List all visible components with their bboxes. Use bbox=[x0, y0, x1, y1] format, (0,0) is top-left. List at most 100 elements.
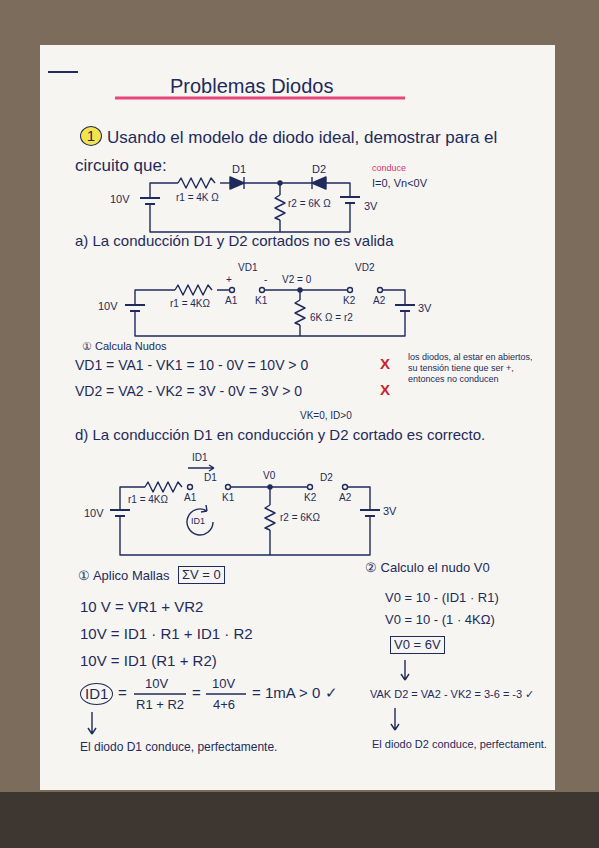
battery-symbol bbox=[395, 305, 415, 311]
wrong-mark: X bbox=[380, 381, 390, 399]
equation: VAK D2 = VA2 - VK2 = 3-6 = -3 ✓ bbox=[370, 688, 534, 701]
arrow-down bbox=[401, 660, 409, 680]
junction-dot bbox=[278, 181, 282, 185]
open-terminal bbox=[378, 288, 383, 293]
pin-name: A1 bbox=[184, 492, 196, 504]
source-label: 10V bbox=[110, 193, 130, 206]
step-heading: ① Aplico Mallas bbox=[78, 568, 169, 584]
battery-symbol bbox=[140, 198, 160, 204]
resistor-symbol bbox=[145, 482, 182, 492]
callout-number: 1 bbox=[80, 126, 102, 146]
wire bbox=[135, 290, 175, 305]
battery-symbol bbox=[360, 510, 380, 516]
step-heading: ① Calcula Nudos bbox=[82, 340, 167, 353]
pin-name: K1 bbox=[222, 492, 234, 504]
resistor-label: r1 = 4K Ω bbox=[176, 192, 219, 204]
condition-note: I=0, Vn<0V bbox=[372, 177, 427, 190]
law-box: ΣV = 0 bbox=[178, 566, 225, 584]
voltage-label: VD2 bbox=[355, 262, 374, 274]
pen-dash bbox=[48, 71, 78, 73]
circuit-d1-on bbox=[110, 465, 380, 555]
wrong-mark: X bbox=[380, 355, 390, 373]
open-terminal bbox=[226, 485, 231, 490]
diode-symbol bbox=[312, 177, 326, 189]
junction-dot bbox=[268, 485, 272, 489]
case-heading: a) La conducción D1 y D2 cortados no es … bbox=[75, 232, 394, 250]
resistor-symbol bbox=[175, 285, 212, 295]
resistor-label: r1 = 4KΩ bbox=[128, 494, 168, 506]
pin-name: A1 bbox=[225, 295, 237, 307]
equation: V0 = 10 - (ID1 · R1) bbox=[385, 590, 499, 606]
pin-name: A2 bbox=[373, 295, 385, 307]
polarity-sign: + bbox=[226, 274, 232, 286]
open-terminal bbox=[230, 288, 235, 293]
battery-symbol bbox=[340, 197, 360, 203]
resistor-symbol bbox=[295, 300, 305, 325]
resistor-label: r2 = 6KΩ bbox=[280, 512, 320, 524]
equation-term: = 1mA > 0 ✓ bbox=[252, 684, 338, 702]
equation-term: = bbox=[192, 684, 201, 702]
source-label: 3V bbox=[383, 505, 396, 518]
wire bbox=[135, 311, 405, 336]
wire bbox=[244, 177, 312, 189]
wire bbox=[120, 516, 370, 555]
wire bbox=[326, 183, 350, 197]
step-heading: ② Calculo el nudo V0 bbox=[365, 560, 490, 576]
equation: VD2 = VA2 - VK2 = 3V - 0V = 3V > 0 bbox=[75, 383, 302, 400]
voltage-label: VD1 bbox=[238, 262, 257, 274]
open-terminal bbox=[188, 485, 193, 490]
resistor-label: r2 = 6K Ω bbox=[288, 198, 331, 210]
case-heading: d) La conducción D1 en conducción y D2 c… bbox=[75, 426, 485, 444]
note: los diodos, al estar en abiertos, su ten… bbox=[408, 352, 543, 384]
junction-dot bbox=[298, 288, 302, 292]
node-voltage: V2 = 0 bbox=[282, 274, 311, 286]
problem-statement: Usando el modelo de diodo ideal, demostr… bbox=[75, 124, 545, 180]
pin-name: K2 bbox=[304, 492, 316, 504]
wire bbox=[187, 487, 370, 510]
source-label: 10V bbox=[98, 300, 118, 313]
polarity-sign: - bbox=[264, 274, 267, 286]
result-box: V0 = 6V bbox=[390, 636, 445, 654]
equation: 10 V = VR1 + VR2 bbox=[80, 598, 203, 616]
fraction-term: 10V bbox=[212, 676, 235, 692]
resistor-symbol bbox=[178, 178, 215, 188]
diode-label: D1 bbox=[232, 163, 246, 176]
arrow-down bbox=[88, 712, 96, 734]
current-label: ID1 bbox=[192, 452, 208, 464]
wire bbox=[150, 183, 178, 198]
battery-symbol bbox=[125, 305, 145, 311]
wire bbox=[220, 182, 230, 183]
note: conduce bbox=[372, 163, 406, 174]
conclusion: El diodo D1 conduce, perfectamente. bbox=[80, 740, 277, 754]
condition-note: VK=0, ID>0 bbox=[300, 410, 352, 422]
diode-label: D1 bbox=[204, 472, 217, 484]
equation: 10V = ID1 (R1 + R2) bbox=[80, 652, 217, 670]
wire bbox=[279, 183, 280, 232]
open-terminal bbox=[260, 288, 265, 293]
resistor-symbol bbox=[265, 505, 275, 530]
diode-label: D2 bbox=[320, 472, 333, 484]
mesh-current-loop bbox=[187, 505, 213, 535]
table-edge bbox=[0, 792, 599, 848]
circuit-original bbox=[140, 177, 360, 232]
paper-sheet bbox=[40, 45, 555, 790]
current-arrow bbox=[188, 465, 214, 471]
open-terminal bbox=[343, 485, 348, 490]
battery-symbol bbox=[110, 510, 130, 516]
pin-name: K1 bbox=[255, 295, 267, 307]
node-voltage: V0 bbox=[263, 470, 275, 482]
open-terminal bbox=[308, 485, 313, 490]
diode-symbol bbox=[230, 177, 244, 189]
fraction-term: R1 + R2 bbox=[136, 697, 184, 713]
fraction-term: 10V bbox=[145, 676, 168, 692]
resistor-symbol bbox=[275, 195, 285, 220]
fraction-bar bbox=[134, 693, 246, 694]
equation: VD1 = VA1 - VK1 = 10 - 0V = 10V > 0 bbox=[75, 357, 308, 374]
diode-label: D2 bbox=[312, 163, 326, 176]
wire bbox=[299, 290, 300, 336]
pin-name: K2 bbox=[343, 295, 355, 307]
source-label: 10V bbox=[84, 507, 104, 520]
source-label: 3V bbox=[364, 200, 377, 213]
arrow-down bbox=[391, 708, 399, 730]
equation: 10V = ID1 · R1 + ID1 · R2 bbox=[80, 625, 253, 643]
